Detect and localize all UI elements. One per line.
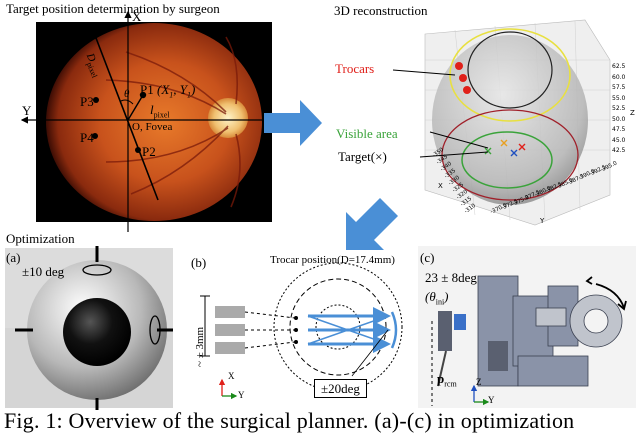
z-tick-label: 62.5 bbox=[612, 63, 626, 70]
fundus-axis-y-label: Y bbox=[22, 103, 32, 118]
z-ticks: 62.5 60.0 57.5 55.0 52.5 50.0 47.5 45.0 42.5 bbox=[612, 62, 625, 157]
sub-a-label: (a) bbox=[6, 250, 21, 265]
z-tick-label: 47.5 bbox=[612, 126, 626, 133]
sub-c-angle: 23 ± 8deg bbox=[425, 270, 477, 285]
theta-label: θ bbox=[124, 88, 130, 100]
sub-c-axis-y: Y bbox=[488, 395, 495, 405]
sub-b-axis-y: Y bbox=[238, 390, 245, 400]
sub-a-image bbox=[5, 246, 173, 410]
trocars-label: Trocars bbox=[335, 61, 375, 76]
z-tick-label: 55.0 bbox=[612, 94, 626, 102]
z-tick-label: 42.5 bbox=[612, 147, 626, 154]
panel-title-recon: 3D reconstruction bbox=[334, 3, 428, 18]
sub-b-label: (b) bbox=[191, 255, 207, 270]
target-label: Target(×) bbox=[338, 149, 387, 164]
range-deg-label: ±20deg bbox=[314, 379, 367, 398]
prcm-label: prcm bbox=[437, 371, 457, 389]
sub-c-image bbox=[418, 246, 636, 408]
p3-label: P3 bbox=[80, 94, 94, 109]
visible-area-label: Visible area bbox=[336, 126, 398, 141]
sub-b-axis-x: X bbox=[228, 371, 235, 381]
fundus-axis-x-label: X bbox=[132, 9, 142, 24]
figure-caption: Fig. 1: Overview of the surgical planner… bbox=[4, 408, 575, 433]
z-tick-label: 52.5 bbox=[612, 105, 626, 112]
panel-title-optim: Optimization bbox=[6, 231, 75, 246]
theta-ini-label: (θini) bbox=[425, 289, 449, 307]
p4-label: P4 bbox=[80, 130, 94, 145]
panel-title-target: Target position determination by surgeon bbox=[6, 1, 220, 16]
lpixel-label: lpixel bbox=[150, 102, 170, 120]
z-tick-label: 45.0 bbox=[612, 136, 626, 144]
z-tick-label: 50.0 bbox=[612, 115, 626, 123]
x-axis-label: X bbox=[438, 182, 443, 190]
p2-label: P2 bbox=[142, 144, 156, 159]
p1-label: P1 (X1, Y1) bbox=[140, 82, 196, 100]
sub-a-range: ±10 deg bbox=[22, 264, 65, 279]
fovea-label: O, Fovea bbox=[132, 121, 173, 133]
z-tick-label: 60.0 bbox=[612, 73, 626, 81]
fundus-image bbox=[36, 22, 272, 222]
z-tick-label: 57.5 bbox=[612, 84, 626, 91]
sub-c-label: (c) bbox=[420, 250, 435, 265]
sub-c-axis-z: Z bbox=[476, 377, 482, 387]
z-axis-label: Z bbox=[630, 109, 635, 117]
y-axis-label: Y bbox=[540, 217, 545, 225]
recon-plot bbox=[415, 19, 635, 230]
trocar-position-label: Trocar position(D=17.4mm) bbox=[270, 254, 395, 266]
